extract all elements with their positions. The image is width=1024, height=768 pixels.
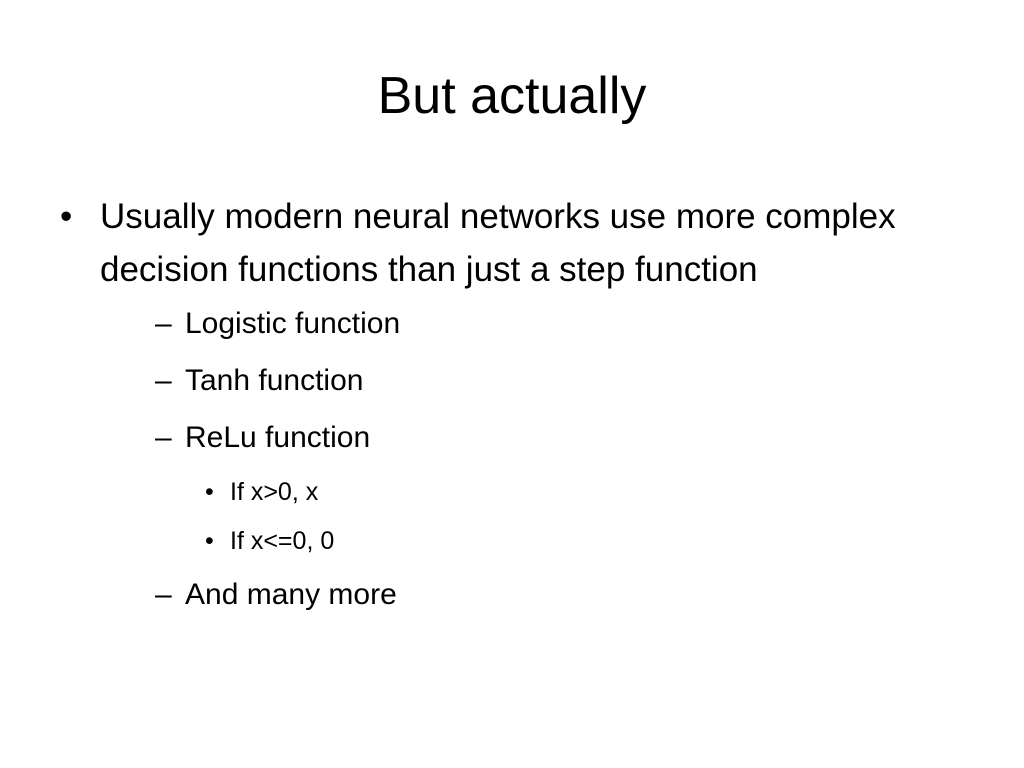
bullet-marker: • [60, 197, 73, 236]
bullet-item-main: • Usually modern neural networks use mor… [60, 190, 940, 615]
bullet-marker: • [205, 478, 214, 506]
sub-bullet-list: – Logistic function – Tanh function – Re… [100, 304, 940, 615]
sub-bullet-relu: – ReLu function • If x>0, x • If x<=0, 0 [100, 418, 940, 558]
sub-bullet-text: Logistic function [185, 307, 401, 340]
sub-sub-bullet-nonpositive: • If x<=0, 0 [185, 524, 940, 558]
sub-sub-bullet-positive: • If x>0, x [185, 475, 940, 509]
sub-sub-bullet-text: If x<=0, 0 [230, 527, 335, 555]
dash-marker: – [155, 307, 172, 340]
dash-marker: – [155, 364, 172, 397]
sub-bullet-text: Tanh function [185, 364, 364, 397]
sub-sub-bullet-list: • If x>0, x • If x<=0, 0 [185, 475, 940, 558]
slide-title: But actually [377, 67, 647, 125]
sub-bullet-tanh: – Tanh function [100, 361, 940, 401]
sub-bullet-text: ReLu function [185, 421, 371, 454]
sub-sub-bullet-text: If x>0, x [230, 478, 319, 506]
bullet-text: Usually modern neural networks use more … [100, 197, 896, 289]
bullet-list: • Usually modern neural networks use mor… [60, 190, 940, 632]
dash-marker: – [155, 421, 172, 454]
sub-bullet-logistic: – Logistic function [100, 304, 940, 344]
sub-bullet-text: And many more [185, 578, 397, 611]
bullet-marker: • [205, 527, 214, 555]
dash-marker: – [155, 578, 172, 611]
sub-bullet-many-more: – And many more [100, 575, 940, 615]
